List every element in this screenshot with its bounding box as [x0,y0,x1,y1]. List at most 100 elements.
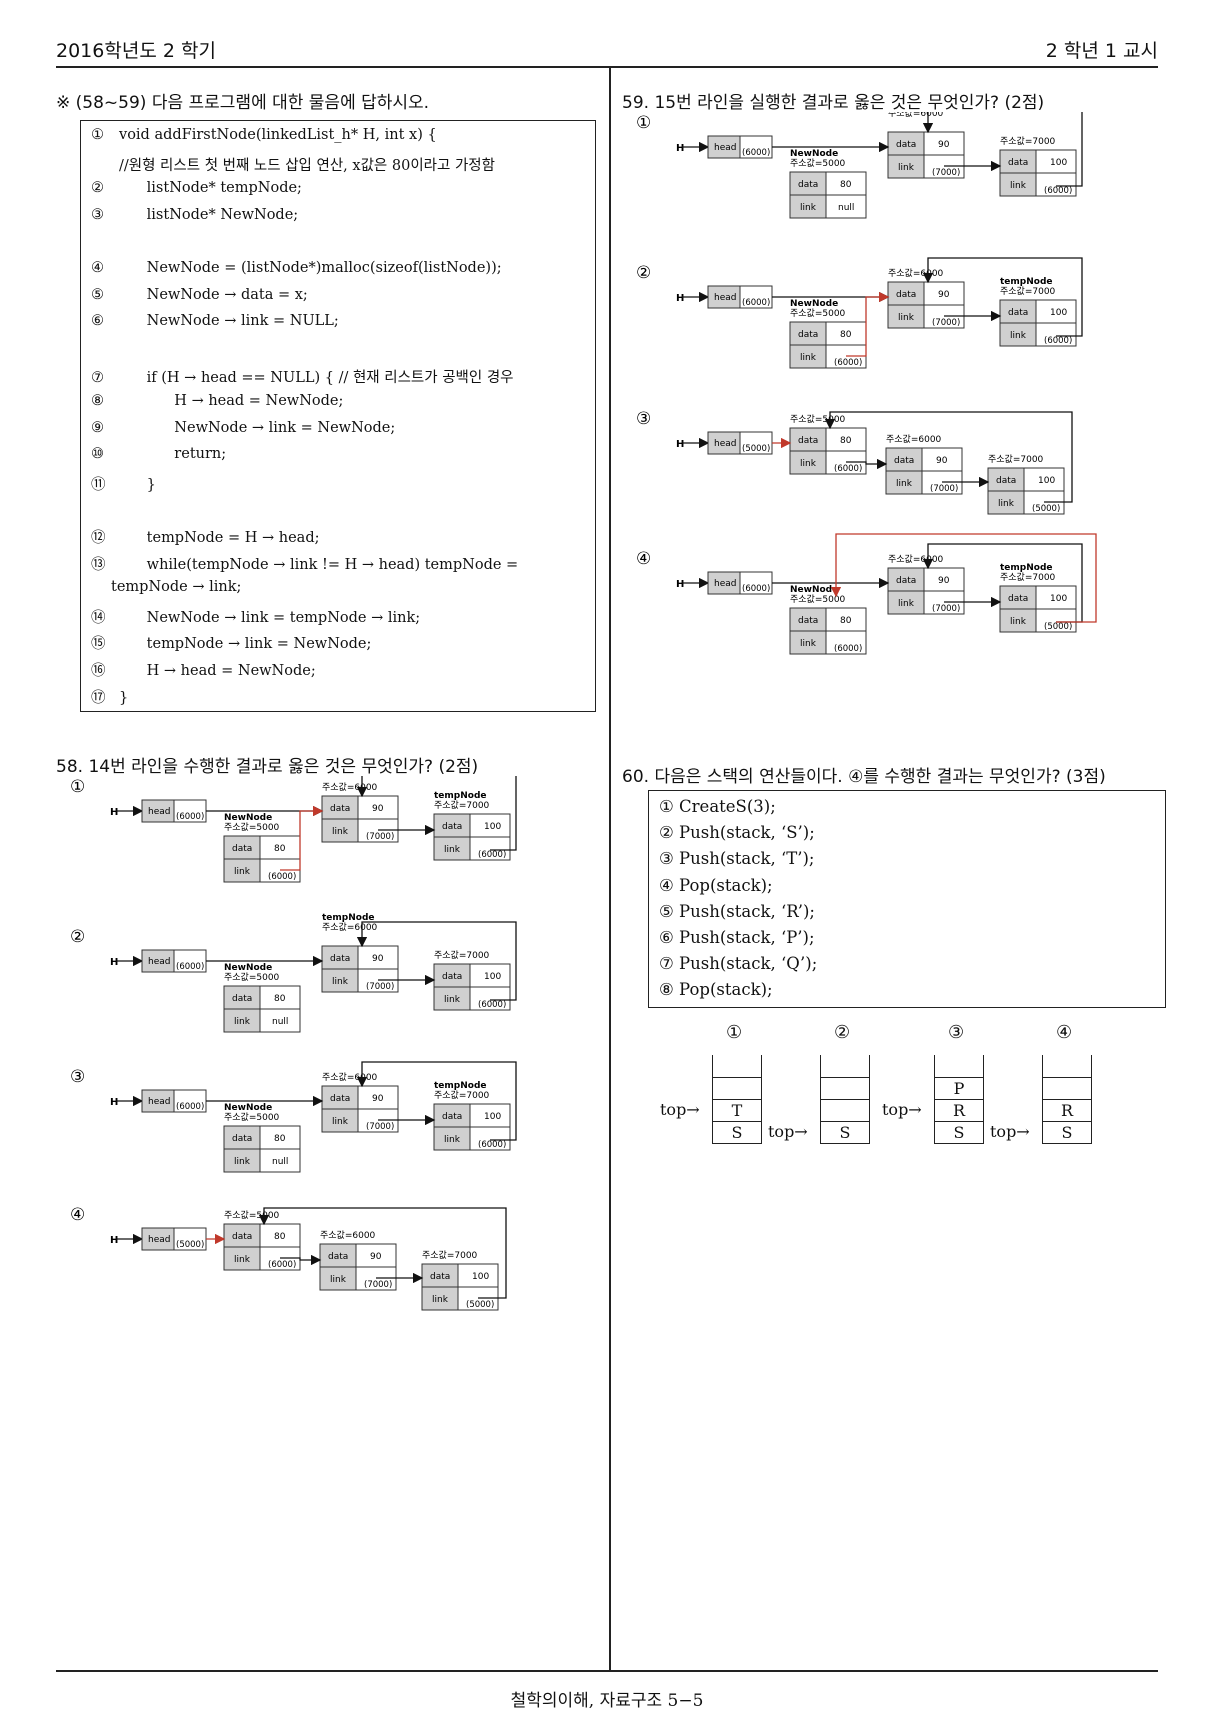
node-data-label: data [896,140,916,150]
node-link-label: link [800,639,817,649]
node-data-value: 100 [472,1272,489,1282]
newnode-label: NewNode [790,149,838,159]
option-label: ② [70,927,85,947]
code-line-number: ⑨ [91,419,104,436]
address-label: 주소값=5000 [790,413,846,425]
node-data-value: 90 [372,954,384,964]
node-data-value: 100 [1050,308,1067,318]
head-pointer-h: H [676,143,684,154]
node-link-label: link [800,459,817,469]
node-link-value: (7000) [366,1122,394,1132]
code-line-text: NewNode = (listNode*)malloc(sizeof(listN… [119,260,502,276]
node-link-label: link [1010,331,1027,341]
node-link-value: (5000) [1044,622,1072,632]
node-link-cell [1035,322,1077,347]
node-data-value: 90 [372,804,384,814]
node-link-value: (6000) [478,850,506,860]
node-data-value: 80 [274,844,286,854]
node-link-value: null [838,203,854,213]
stack-cell: R [1043,1099,1091,1122]
node-data-label: data [1008,308,1028,318]
node-data-label: data [330,954,350,964]
top-pointer: top→ [990,1122,1030,1141]
address-label: 주소값=5000 [224,821,280,833]
node-data-label: data [1008,594,1028,604]
tempnode-label: tempNode [434,791,487,801]
page-header: 2016학년도 2 학기 2 학년 1 교시 [56,30,1158,68]
stack-op: ⑤ Push(stack, ‘R’); [659,901,815,921]
address-label: 주소값=6000 [320,1229,376,1241]
node-link-label: link [330,1275,347,1285]
head-pointer-h: H [676,579,684,590]
node-data-label: data [1008,158,1028,168]
stack-cell: S [1043,1121,1091,1144]
address-label: 주소값=7000 [434,799,490,811]
code-line-number: ⑰ [91,689,106,706]
address-label: 주소값=6000 [888,553,944,565]
stack-cell [821,1099,869,1122]
node-data-label: data [894,456,914,466]
address-label: 주소값=6000 [322,921,378,933]
node-data-label: data [232,1232,252,1242]
node-link-value: null [272,1157,288,1167]
code-line: //원형 리스트 첫 번째 노드 삽입 연산, x값은 80이라고 가정함 [91,154,495,175]
node-link-label: link [1010,617,1027,627]
code-line-text: NewNode → link = NewNode; [119,419,396,436]
top-pointer: top→ [660,1100,700,1119]
code-line-number: ① [91,127,104,143]
node-data-label: data [798,436,818,446]
node-link-value: (5000) [466,1300,494,1310]
stack-op: ⑥ Push(stack, ‘P’); [659,928,815,947]
node-data-label: data [232,1134,252,1144]
newnode-label: NewNode [790,585,838,595]
stack-cell: R [935,1099,983,1122]
node-link-label: link [332,977,349,987]
code-line [91,233,119,249]
head-pointer-h: H [110,957,118,968]
pointer-arrow [258,1207,507,1299]
stack-op: ⑦ Push(stack, ‘Q’); [659,954,818,974]
address-label: 주소값=5000 [224,1209,280,1221]
highlight-arrow [280,805,324,871]
code-line-text: while(tempNode → link != H → head) tempN… [119,556,519,573]
node-data-value: 80 [274,1232,286,1242]
node-data-value: 90 [936,456,948,466]
node-link-label: link [898,163,915,173]
node-link-label: link [998,499,1015,509]
code-line: ⑮ tempNode → link = NewNode; [91,632,371,653]
node-link-label: link [234,867,251,877]
option-label: ③ [636,409,651,429]
node-data-label: data [330,1094,350,1104]
head-pointer-h: H [110,1097,118,1108]
stack-op: ① CreateS(3); [659,797,776,816]
head-label: head [148,1235,170,1245]
node-link-label: link [432,1295,449,1305]
address-label: 주소값=6000 [886,433,942,445]
node-link-value: (7000) [366,982,394,992]
code-line: ⑬ while(tempNode → link != H → head) tem… [91,553,518,574]
code-line-text: tempNode = H → head; [119,530,320,546]
node-data-label: data [232,844,252,854]
node-link-cell [259,1148,301,1173]
node-link-value: (6000) [834,644,862,654]
address-label: 주소값=5000 [790,157,846,169]
node-link-label: link [800,353,817,363]
address-label: 주소값=7000 [434,949,490,961]
head-label: head [714,293,736,303]
node-link-label: link [444,995,461,1005]
stack-option-label: ④ [1056,1022,1073,1043]
code-line: ⑪ } [91,473,156,494]
header-right: 2 학년 1 교시 [1045,40,1158,62]
node-link-cell [825,630,867,655]
code-line-number: ⑩ [91,446,104,463]
node-link-value: (6000) [1044,186,1072,196]
node-data-label: data [996,476,1016,486]
code-line-number: ⑦ [91,370,104,387]
node-data-label: data [798,330,818,340]
node-link-label: link [898,599,915,609]
option-label: ② [636,263,651,283]
node-link-value: (7000) [932,168,960,178]
node-data-value: 80 [840,616,852,626]
option-label: ④ [636,549,651,569]
